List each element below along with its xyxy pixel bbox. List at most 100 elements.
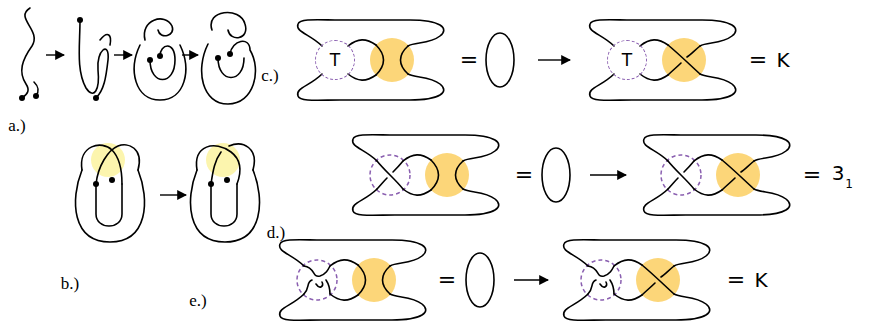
knot-strand (694, 155, 722, 161)
knot-strand (614, 294, 642, 300)
knot-strand (403, 155, 431, 161)
equals-sign: = (749, 49, 767, 71)
knot-strand (377, 178, 387, 189)
equals-sign: = (803, 164, 821, 186)
tangle-circle: T (607, 40, 647, 80)
knot-strand (197, 146, 240, 184)
knot-name: K (776, 50, 789, 70)
knot-strand (280, 294, 426, 320)
knot-strand (280, 240, 426, 266)
panel-label: b.) (61, 275, 79, 292)
knot-strand (401, 46, 409, 74)
step-arrow (46, 54, 64, 55)
panel-label: e.) (189, 292, 206, 309)
replacement-disk (636, 258, 680, 302)
knot-subscript: 1 (845, 178, 853, 190)
knot-strand (644, 189, 790, 215)
knot-strand (687, 46, 700, 57)
replacement-disk (370, 38, 414, 82)
knot-strand (741, 161, 754, 172)
knot-strand (722, 160, 754, 189)
step-arrow (114, 54, 132, 55)
knot-strand (75, 170, 144, 242)
knot-strand (600, 280, 614, 294)
knot-strand (722, 178, 735, 190)
knot-strand (431, 160, 439, 190)
knot-strand (668, 45, 700, 74)
panel-label: a.) (8, 117, 25, 134)
equals-sign: = (460, 49, 478, 71)
knot-strand (202, 13, 256, 104)
knot-strand (34, 82, 38, 96)
endpoint-dot (215, 55, 221, 61)
knot-name: 3 (832, 163, 845, 183)
tangle-figure (590, 20, 736, 101)
tangle-figure (280, 240, 426, 321)
equals-sign: = (727, 269, 745, 291)
knot-strand (298, 20, 444, 46)
equals-sign: = (438, 269, 456, 291)
knot-strand (642, 265, 674, 294)
tangle-figure (353, 135, 499, 216)
knot-strand (211, 184, 237, 226)
knot-strand (661, 266, 674, 277)
knot-strand (642, 283, 655, 295)
step-arrow (160, 194, 186, 195)
replacement-disk (716, 153, 760, 197)
tangle-label: T (330, 50, 340, 70)
knot-strand (668, 63, 681, 75)
endpoint-dot (227, 51, 233, 57)
knot-strand (590, 74, 736, 100)
highlight-disk (91, 143, 125, 177)
panel-label: d.) (267, 224, 285, 241)
endpoint-dot (93, 181, 99, 187)
unknot-oval (466, 253, 494, 307)
unknot-oval (486, 33, 514, 87)
knot-strand (564, 294, 710, 320)
replacement-disk (352, 258, 396, 302)
knot-strand (668, 161, 694, 189)
knot-strand (96, 184, 122, 226)
knot-strand (96, 145, 139, 184)
knot-strand (403, 189, 431, 195)
step-arrow (182, 54, 198, 55)
tangle-figure (644, 135, 790, 216)
knot-strand (316, 280, 330, 294)
knot-strand (330, 294, 358, 300)
knot-strand (668, 178, 678, 189)
knot-strand (640, 40, 668, 46)
knot-strand (588, 266, 614, 276)
knot-strand (588, 280, 596, 294)
knot-strand (694, 189, 722, 195)
endpoint-dot (93, 95, 99, 101)
tangle-figure (298, 20, 444, 101)
knot-strand (348, 40, 376, 46)
knot-strand (358, 265, 366, 295)
replacement-disk (662, 38, 706, 82)
knot-strand (456, 161, 464, 189)
tangle-figure (564, 240, 710, 321)
knot-strand (190, 170, 259, 242)
replacement-disk (425, 153, 469, 197)
knot-strand (330, 260, 358, 266)
knot-strand (304, 266, 330, 276)
knot-strand (590, 20, 736, 46)
endpoint-dot (157, 53, 163, 59)
knot-name: K (754, 270, 767, 290)
tangle-circle: T (315, 40, 355, 80)
knot-strand (614, 260, 642, 266)
tangle-label: T (622, 50, 632, 70)
knot-strand (100, 35, 111, 45)
equals-sign: = (515, 164, 533, 186)
knot-strand (353, 189, 499, 215)
unknot-oval (542, 148, 570, 202)
knot-strand (644, 135, 790, 161)
knot-strand (640, 74, 668, 80)
knot-strand (134, 19, 185, 100)
knot-strand (684, 161, 694, 172)
knot-strand (348, 74, 376, 80)
knot-strand (304, 280, 312, 294)
endpoint-dot (147, 57, 153, 63)
panel-b-figure (190, 143, 259, 242)
